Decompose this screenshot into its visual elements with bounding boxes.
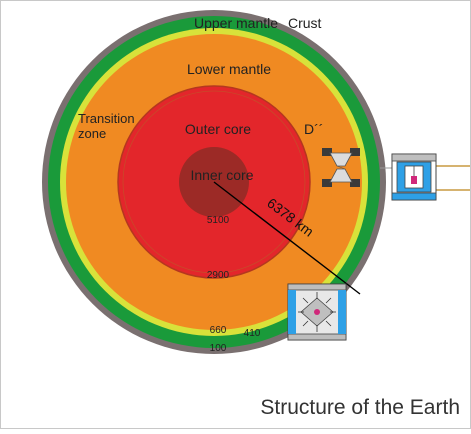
radius-line xyxy=(213,181,361,295)
transition-zone-label-line2: zone xyxy=(78,126,106,141)
outer-core-label: Outer core xyxy=(185,121,251,137)
multi-anvil-apparatus-icon xyxy=(287,283,347,341)
depth-410-label: 410 xyxy=(244,328,261,339)
crust-label: Crust xyxy=(288,15,322,31)
large-volume-press-icon xyxy=(380,153,470,201)
upper-mantle-label: Upper mantle xyxy=(194,15,278,31)
transition-zone-label-line1: Transition xyxy=(78,111,135,126)
diamond-anvil-cell-icon xyxy=(322,148,360,187)
depth-5100-label: 5100 xyxy=(207,215,230,226)
diagram-title: Structure of the Earth xyxy=(260,396,460,419)
d-double-prime-boundary xyxy=(122,90,306,274)
d-double-prime-label: D´´ xyxy=(304,121,323,137)
depth-2900-label: 2900 xyxy=(207,270,230,281)
lower-mantle-label: Lower mantle xyxy=(187,61,271,77)
depth-660-label: 660 xyxy=(210,325,227,336)
depth-100-label: 100 xyxy=(210,343,227,354)
inner-core-label: Inner core xyxy=(190,167,253,183)
